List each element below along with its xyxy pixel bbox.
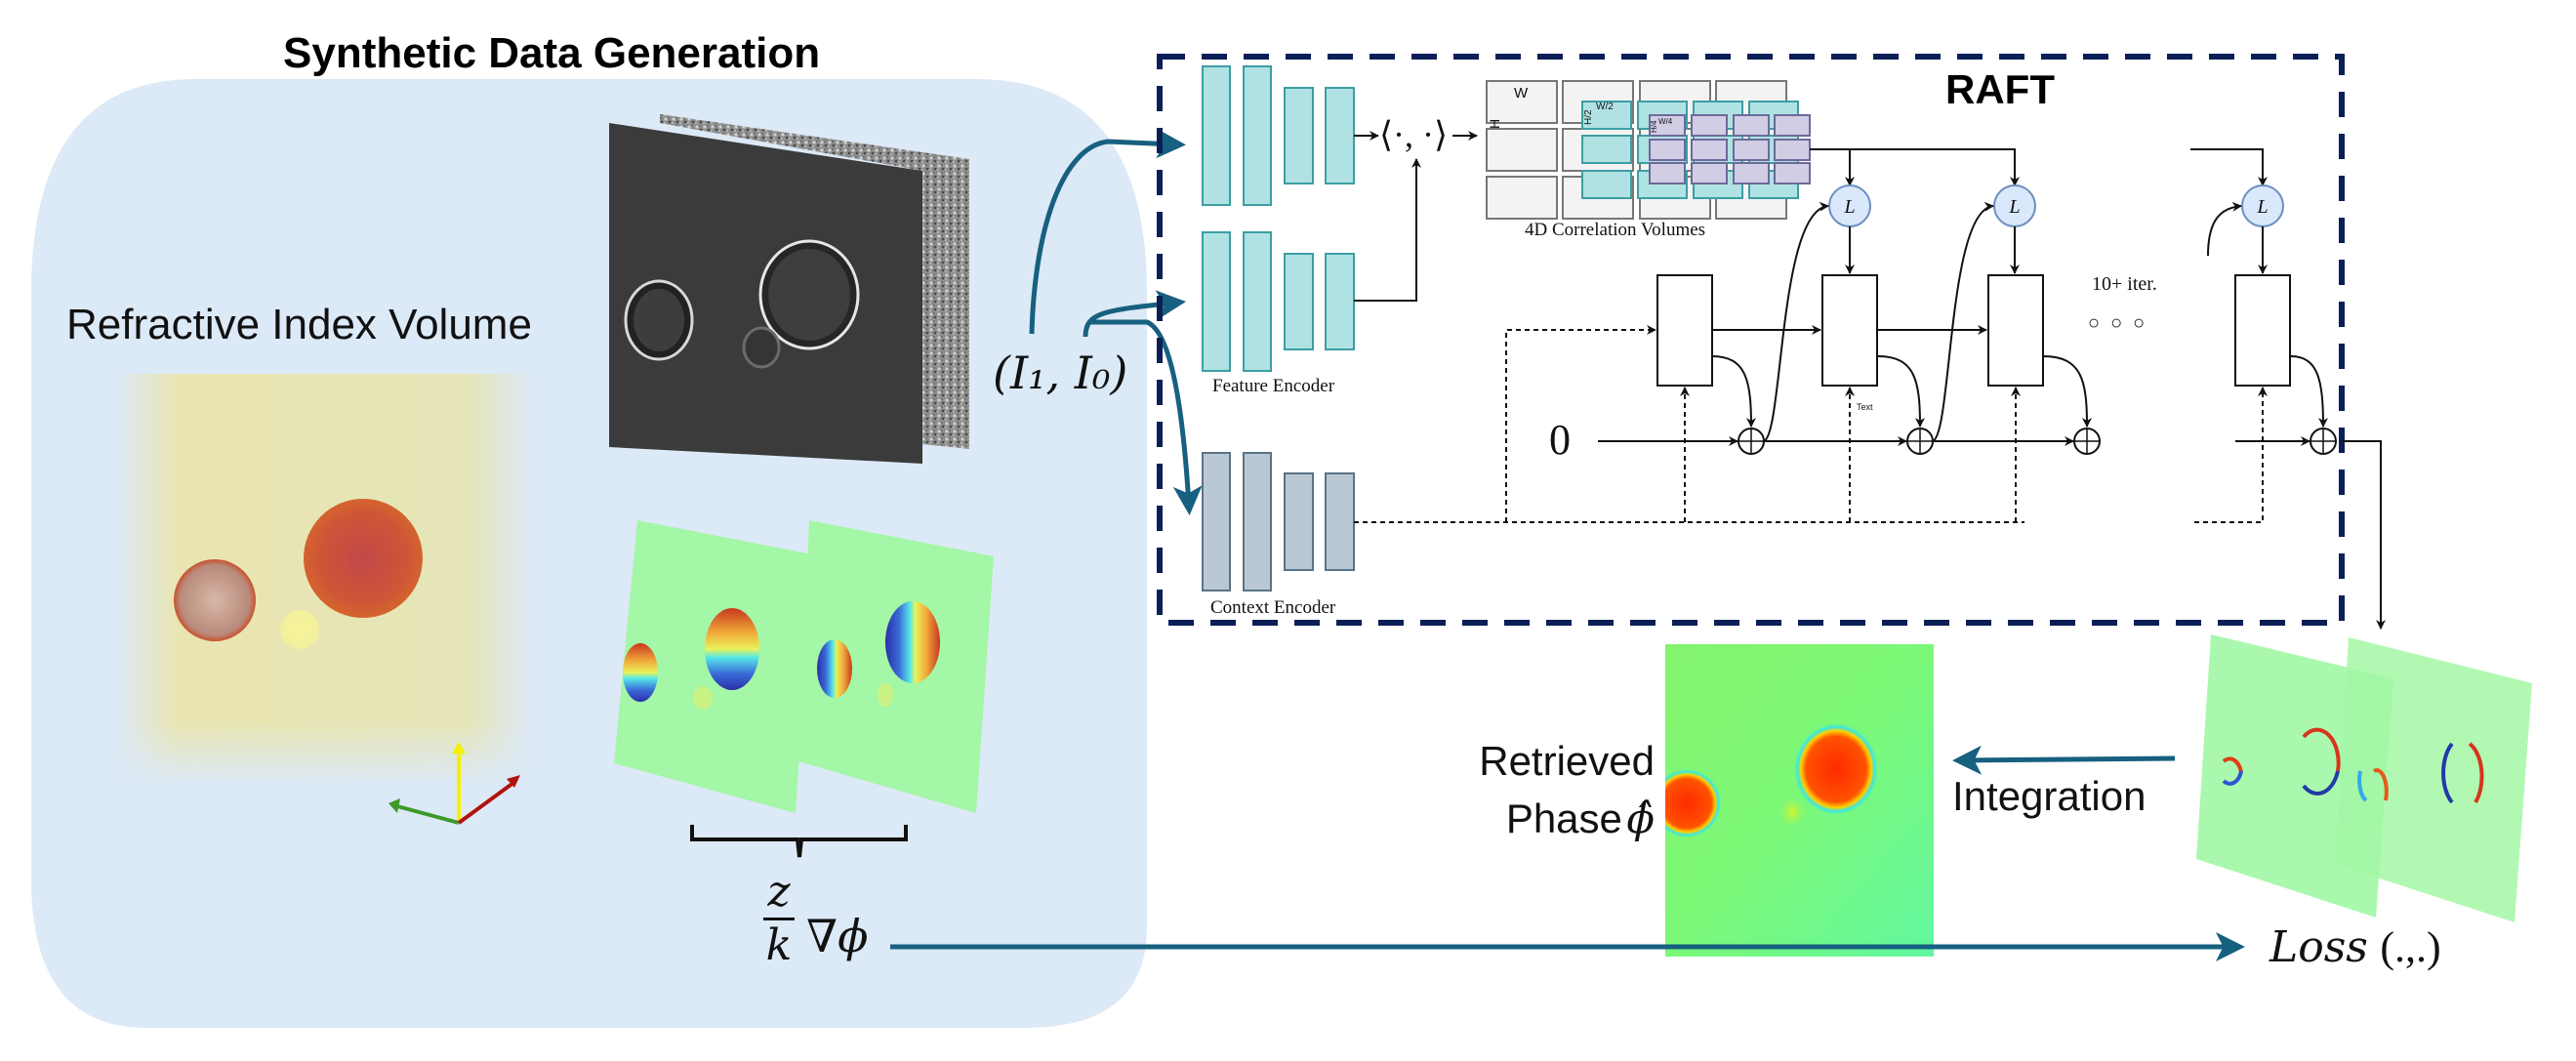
integration-arrow [1952, 745, 2176, 775]
corr-cell-level3 [1774, 162, 1811, 184]
corr-lookup-line [1810, 148, 2020, 186]
raft-output-arrow [2342, 440, 2386, 630]
initial-flow-zero: 0 [1549, 416, 1571, 464]
flow-to-lookup-arrow [1932, 201, 1994, 442]
corr-dimension-label: H [1487, 119, 1502, 129]
loss-word: Loss [2269, 922, 2368, 972]
corr-cell-level1 [1486, 176, 1558, 220]
retrieved-label-line1: Retrieved [1479, 738, 1655, 784]
small-sphere [174, 559, 256, 641]
phase-word: Phase [1505, 796, 1622, 841]
refractive-index-label: Refractive Index Volume [66, 301, 532, 348]
fraction-bar [763, 918, 795, 920]
corr-dimension-label: H/2 [1583, 109, 1594, 125]
delta-flow-arrow [2290, 355, 2328, 428]
corr-lookup-line [2190, 148, 2268, 186]
corr-cell-level3 [1733, 162, 1770, 184]
retrieved-label-line2: Phase ϕ̂ [1459, 795, 1655, 842]
feature-encoder-2 [1202, 231, 1355, 372]
hologram-stack [609, 114, 969, 464]
gru-update-block [2234, 274, 2291, 387]
tiny-sphere [280, 610, 319, 649]
raft-title: RAFT [1945, 66, 2055, 112]
context-to-hidden-line [1505, 325, 1656, 522]
corr-cell-level2 [1581, 135, 1632, 164]
loss-arguments: (.,.) [2380, 923, 2441, 971]
corr-cell-level3 [1774, 114, 1811, 137]
corr-cell-level3 [1691, 139, 1728, 161]
integration-label: Integration [1952, 773, 2147, 819]
corr-dimension-label: W [1514, 85, 1529, 102]
delta-flow-arrow [2042, 355, 2092, 428]
feature-encoder-label: Feature Encoder [1212, 376, 1335, 396]
context-to-block-line [2194, 387, 2268, 523]
flow-to-lookup-arrow [2207, 201, 2242, 257]
context-encoder [1202, 452, 1355, 592]
corr-cell-level3 [1691, 114, 1728, 137]
curly-brace [690, 825, 908, 858]
iterations-label: 10+ iter. [2092, 273, 2157, 295]
feature-encoder-1 [1202, 65, 1355, 206]
gradient-formula: z k [750, 869, 808, 969]
correlation-volumes-label: 4D Correlation Volumes [1525, 220, 1706, 240]
corr-cell-level3 [1733, 139, 1770, 161]
encoder-connectors [1354, 131, 1478, 302]
lookup-symbol: L [2256, 196, 2268, 218]
loss-function-label: Loss (.,.) [2269, 922, 2441, 972]
retrieved-phase-image [1665, 644, 1934, 957]
input-arrows [1029, 129, 1203, 515]
corr-cell-level3 [1733, 114, 1770, 137]
corr-cell-level3 [1649, 139, 1686, 161]
formula-numerator: z [767, 867, 791, 917]
refractive-index-volume [115, 374, 532, 784]
stray-text-label: Text [1857, 402, 1873, 412]
lookup-symbol: L [1843, 196, 1855, 218]
corr-cell-level2 [1581, 170, 1632, 199]
formula-gradient: ∇ϕ [806, 910, 869, 962]
raft-box [1157, 54, 2345, 626]
phase-hat-symbol: ϕ̂ [1626, 795, 1655, 842]
iteration-ellipsis: ○ ○ ○ [2088, 312, 2148, 334]
inner-product-symbol: ⟨·, ·⟩ [1379, 115, 1449, 154]
lookup-symbol: L [2008, 196, 2020, 218]
corr-cell-level1 [1486, 80, 1558, 124]
context-encoder-label: Context Encoder [1210, 597, 1336, 618]
delta-flow-arrow [1711, 355, 1756, 428]
corr-cell-level3 [1649, 162, 1686, 184]
delta-flow-arrow [1877, 355, 1925, 428]
corr-dimension-label: H/4 [1650, 120, 1658, 133]
large-sphere [304, 499, 423, 618]
synthetic-data-title: Synthetic Data Generation [283, 29, 821, 77]
formula-denominator: k [765, 920, 793, 970]
corr-cell-level1 [1486, 128, 1558, 172]
predicted-plane-y [2335, 637, 2532, 922]
gru-update-block [1821, 274, 1878, 387]
gru-update-block [1987, 274, 2044, 387]
input-pair-label: (I₁, I₀) [993, 347, 1128, 399]
phase-gradient-planes [614, 520, 994, 813]
corr-dimension-label: W/4 [1658, 117, 1673, 126]
corr-dimension-label: W/2 [1596, 102, 1614, 112]
corr-cell-level3 [1649, 114, 1686, 137]
flow-to-lookup-arrow [1763, 201, 1829, 442]
axes-icon [388, 742, 520, 825]
corr-cell-level2 [1581, 101, 1632, 130]
hologram-back [660, 114, 969, 449]
corr-cell-level3 [1691, 162, 1728, 184]
